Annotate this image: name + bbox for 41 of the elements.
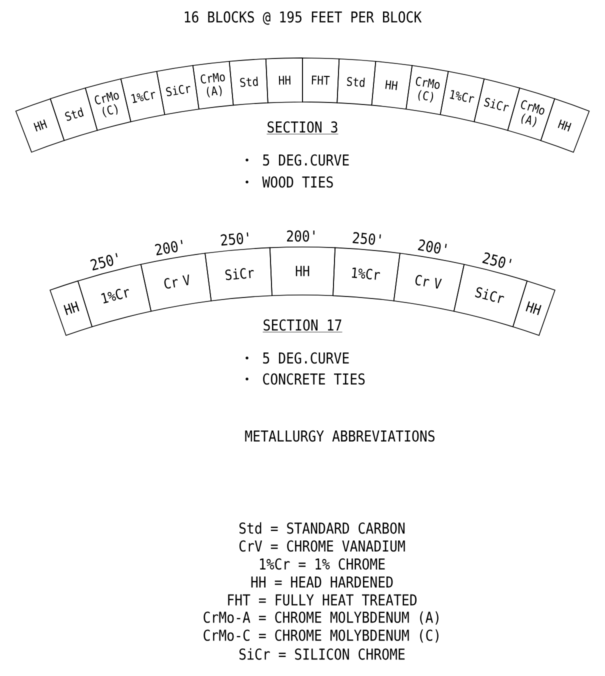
- title: 16 BLOCKS @ 195 FEET PER BLOCK: [184, 11, 422, 25]
- note: 5 DEG.CURVE: [263, 352, 349, 364]
- rail-block: CrMo (C): [406, 65, 449, 116]
- rail-block: HH: [270, 246, 336, 296]
- note: WOOD TIES: [262, 176, 333, 188]
- note: 5 DEG.CURVE: [263, 154, 349, 166]
- length-label: 200': [287, 230, 314, 242]
- abbreviation: HH = HEAD HARDENED: [251, 576, 393, 588]
- rail-block: SiCr: [156, 65, 200, 116]
- abbreviation: Std = STANDARD CARBON: [239, 522, 405, 534]
- legend-heading: METALLURGY ABBREVIATIONS: [245, 430, 434, 442]
- length-label: 200': [154, 240, 182, 256]
- length-label: 250': [352, 232, 381, 245]
- rail-block: SiCr: [474, 78, 520, 131]
- rail-block: FHT: [302, 58, 340, 104]
- abbreviation: 1%Cr = 1% CHROME: [260, 558, 385, 570]
- rail-block: 1%Cr: [440, 71, 485, 122]
- rail-block: HH: [265, 58, 303, 104]
- rail-block: SiCr: [204, 247, 272, 302]
- rail-block: HH: [371, 60, 412, 110]
- rail-block: HH: [15, 98, 65, 153]
- length-label: 200': [418, 239, 447, 254]
- abbreviation: CrMo-C = CHROME MOLYBDENUM (C): [204, 629, 438, 643]
- rail-block: Std: [336, 58, 376, 106]
- rail-block: HH: [512, 280, 556, 336]
- abbreviation: FHT = FULLY HEAT TREATED: [228, 594, 417, 606]
- length-label: 250': [220, 232, 248, 246]
- rail-block: CrMo (C): [84, 78, 132, 131]
- section-heading: SECTION 17: [262, 319, 342, 332]
- abbreviation: SiCr = SILICON CHROME: [239, 648, 405, 660]
- rail-block: HH: [50, 280, 92, 336]
- rail-block: Std: [228, 58, 268, 106]
- rail-block: 1%Cr: [120, 71, 166, 122]
- abbreviation: CrV = CHROME VANADIUM: [239, 540, 405, 552]
- rail-block: CrMo (A): [192, 60, 234, 110]
- note: CONCRETE TIES: [263, 373, 365, 385]
- abbreviation: CrMo-A = CHROME MOLYBDENUM (A): [204, 611, 438, 625]
- rail-block: 1%Cr: [332, 247, 400, 302]
- section-heading: SECTION 3: [266, 121, 338, 134]
- rail-block: Cr V: [393, 252, 465, 312]
- rail-block: CrMo (A): [507, 88, 556, 141]
